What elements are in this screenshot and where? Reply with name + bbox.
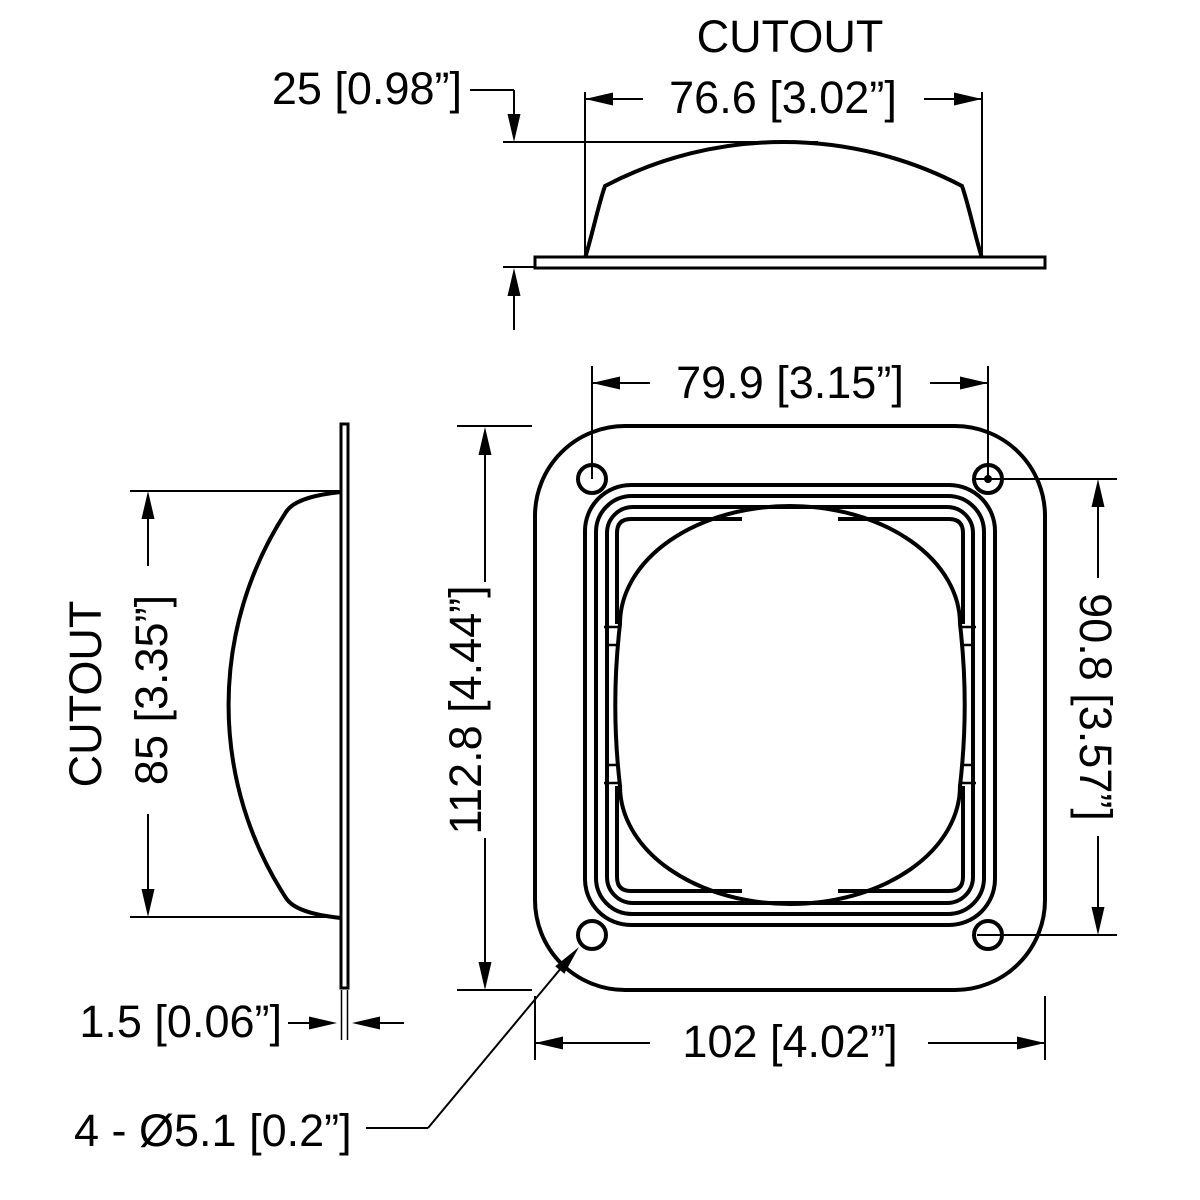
arrowhead-down (507, 114, 521, 142)
arrowhead-right (1017, 1036, 1045, 1050)
dim-label-cutout-height: 85 [3.35”] (126, 595, 177, 785)
dim-overall-height: 112.8 [4.44”] (440, 425, 532, 991)
dim-flange-thickness: 1.5 [0.06”] (79, 990, 404, 1047)
dim-label-hole-spacing-horizontal: 79.9 [3.15”] (676, 357, 904, 408)
leader-line (470, 89, 515, 116)
flange-plate-edge (339, 422, 350, 990)
dim-hole-spacing-horizontal: 79.9 [3.15”] (591, 357, 989, 479)
arrowhead-up (141, 491, 155, 519)
ticks-right (960, 625, 976, 785)
opening-corner-top-right (838, 517, 965, 624)
extension-lines (591, 366, 989, 479)
extension-lines (975, 478, 1117, 936)
arrowhead-leader (555, 947, 579, 974)
dim-label-overall-height: 112.8 [4.44”] (440, 585, 491, 834)
dim-label-dome-width: 76.6 [3.02”] (669, 72, 897, 123)
recess-lip-outer (583, 483, 997, 927)
leader-line (366, 966, 563, 1129)
dim-label-flange-thickness: 1.5 [0.06”] (79, 996, 282, 1047)
arrowhead-left (592, 376, 620, 390)
hole-center-mark (984, 475, 992, 483)
dim-cutout-height: 85 [3.35”] (126, 490, 341, 918)
dome-profile-outline (226, 490, 342, 920)
arrowhead-down (478, 962, 492, 990)
extension-lines (584, 92, 983, 256)
extension-lines (457, 425, 532, 991)
opening-corner-top-left (615, 517, 742, 624)
recess-lip-inner (605, 505, 975, 905)
front-view: 79.9 [3.15”] 112.8 [4.44”] 90.8 [3.57”] … (74, 357, 1121, 1156)
side-profile-view: 85 [3.35”] 1.5 [0.06”] CUTOUT (60, 422, 404, 1047)
dim-overall-width: 102 [4.02”] (534, 996, 1046, 1067)
arrowhead-down (1091, 907, 1105, 935)
recess-opening-corners (615, 517, 965, 893)
callout-mounting-holes: 4 - Ø5.1 [0.2”] (74, 947, 579, 1156)
arrowhead-left (352, 1016, 380, 1030)
extension-lines (534, 996, 1046, 1060)
dome-profile-outline (583, 140, 984, 259)
top-profile-view: 25 [0.98”] 76.6 [3.02”] CUTOUT (272, 11, 1047, 330)
extension-lines (130, 490, 341, 918)
flange-plate-edge (533, 255, 1047, 270)
mounting-hole-bottom-left (576, 919, 608, 951)
opening-corner-bottom-left (615, 786, 742, 893)
outer-flange-outline (533, 424, 1047, 992)
recess-lip-middle (594, 494, 986, 916)
dim-label-dome-height: 25 [0.98”] (272, 63, 462, 114)
arrowhead-right (309, 1016, 337, 1030)
ticks-left (604, 625, 620, 785)
arrowhead-right (960, 376, 988, 390)
arrowhead-left (535, 1036, 563, 1050)
top-cutout-title: CUTOUT (697, 11, 884, 62)
side-cutout-title: CUTOUT (60, 601, 111, 788)
arrowhead-up (478, 427, 492, 455)
arrowhead-down (141, 889, 155, 917)
arrowhead-right (954, 92, 982, 106)
arrowhead-left (585, 92, 613, 106)
dome-transition-ticks (604, 625, 976, 785)
dim-label-overall-width: 102 [4.02”] (682, 1016, 897, 1067)
dim-dome-width: 76.6 [3.02”] (584, 72, 983, 256)
dim-label-hole-spacing-vertical: 90.8 [3.57”] (1070, 593, 1121, 821)
extension-lines (340, 990, 349, 1040)
dome-front-outline (613, 504, 967, 906)
arrowhead-up (507, 268, 521, 296)
arrowhead-up (1091, 479, 1105, 507)
dim-hole-spacing-vertical: 90.8 [3.57”] (975, 475, 1121, 936)
opening-corner-bottom-right (838, 786, 965, 893)
dim-dome-height: 25 [0.98”] (272, 63, 818, 330)
dim-label-hole-note: 4 - Ø5.1 [0.2”] (74, 1105, 352, 1156)
